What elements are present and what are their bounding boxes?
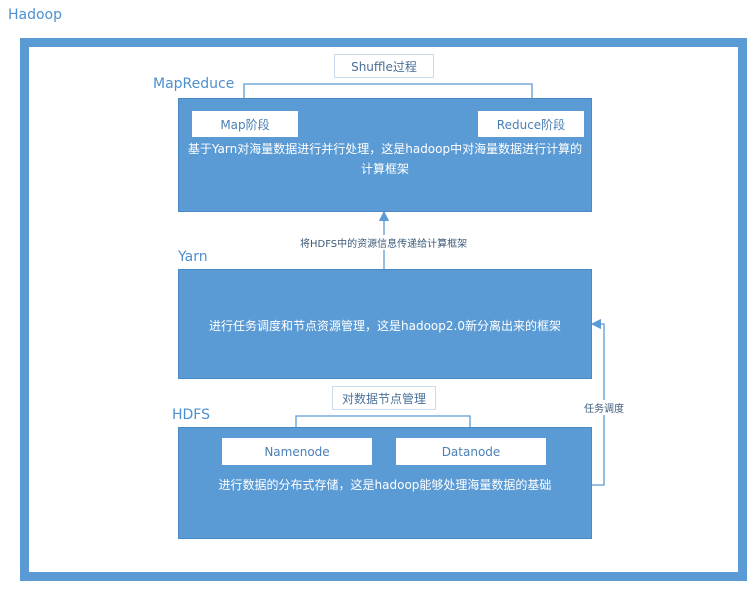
- datanode-chip: Datanode: [396, 438, 546, 465]
- map-phase-chip: Map阶段: [192, 111, 298, 137]
- yarn-box: [178, 269, 592, 379]
- reduce-phase-chip: Reduce阶段: [478, 111, 584, 137]
- mapreduce-label: MapReduce: [153, 76, 235, 92]
- shuffle-process-label: Shuffle过程: [334, 54, 434, 78]
- shuffle-connector: [243, 83, 533, 111]
- mapreduce-description: 基于Yarn对海量数据进行并行处理，这是hadoop中对海量数据进行计算的计算框…: [187, 142, 583, 176]
- namenode-chip: Namenode: [222, 438, 372, 465]
- hdfs-label: HDFS: [172, 407, 211, 423]
- yarn-label: Yarn: [178, 249, 208, 265]
- task-scheduling-label: 任务调度: [584, 400, 624, 415]
- node-management-label: 对数据节点管理: [332, 386, 436, 410]
- diagram-title: Hadoop: [8, 7, 63, 23]
- hdfs-description: 进行数据的分布式存储，这是hadoop能够处理海量数据的基础: [218, 478, 552, 492]
- yarn-description: 进行任务调度和节点资源管理，这是hadoop2.0新分离出来的框架: [209, 319, 561, 333]
- yarn-to-mapreduce-label: 将HDFS中的资源信息传递给计算框架: [300, 235, 468, 250]
